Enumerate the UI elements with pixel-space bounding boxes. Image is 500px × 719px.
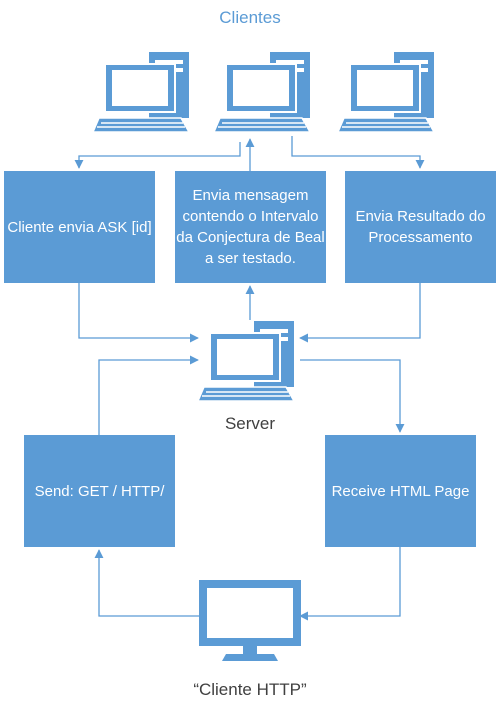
box-send-interval: Envia mensagem contendo o Intervalo da C… <box>175 171 326 283</box>
connectors <box>74 136 425 621</box>
box-send-result-text: Envia Resultado do Processamento <box>355 208 486 246</box>
box-send-result: Envia Resultado do Processamento <box>345 171 496 283</box>
http-client-label: “Cliente HTTP” <box>193 680 307 699</box>
box-send-interval-text: Envia mensagem contendo o Intervalo da C… <box>176 187 325 267</box>
box-http-send: Send: GET / HTTP/ <box>24 435 175 547</box>
monitor-icon <box>199 580 301 661</box>
server-computer-icon <box>197 320 295 402</box>
diagram-title: Clientes <box>219 8 281 27</box>
arrow-result-to-server <box>299 283 421 343</box>
arrow-ask-to-server <box>78 283 199 343</box>
computer-icon <box>92 51 190 133</box>
arrow-client-to-ask <box>74 142 241 169</box>
box-client-ask-text: Cliente envia ASK [id] <box>7 218 152 236</box>
arrow-receive-to-http <box>299 547 401 621</box>
box-http-send-text: Send: GET / HTTP/ <box>34 482 165 500</box>
box-client-ask: Cliente envia ASK [id] <box>4 171 155 283</box>
computer-icon <box>337 51 435 133</box>
arrow-client-to-result <box>291 136 425 169</box>
arrow-server-to-receive <box>300 359 405 433</box>
box-http-receive: Receive HTML Page <box>325 435 476 547</box>
arrow-http-to-send <box>94 549 200 617</box>
arrow-send-to-server <box>98 355 199 435</box>
server-label: Server <box>224 414 276 433</box>
computer-icon <box>213 51 311 133</box>
box-http-receive-text: Receive HTML Page <box>331 482 470 500</box>
